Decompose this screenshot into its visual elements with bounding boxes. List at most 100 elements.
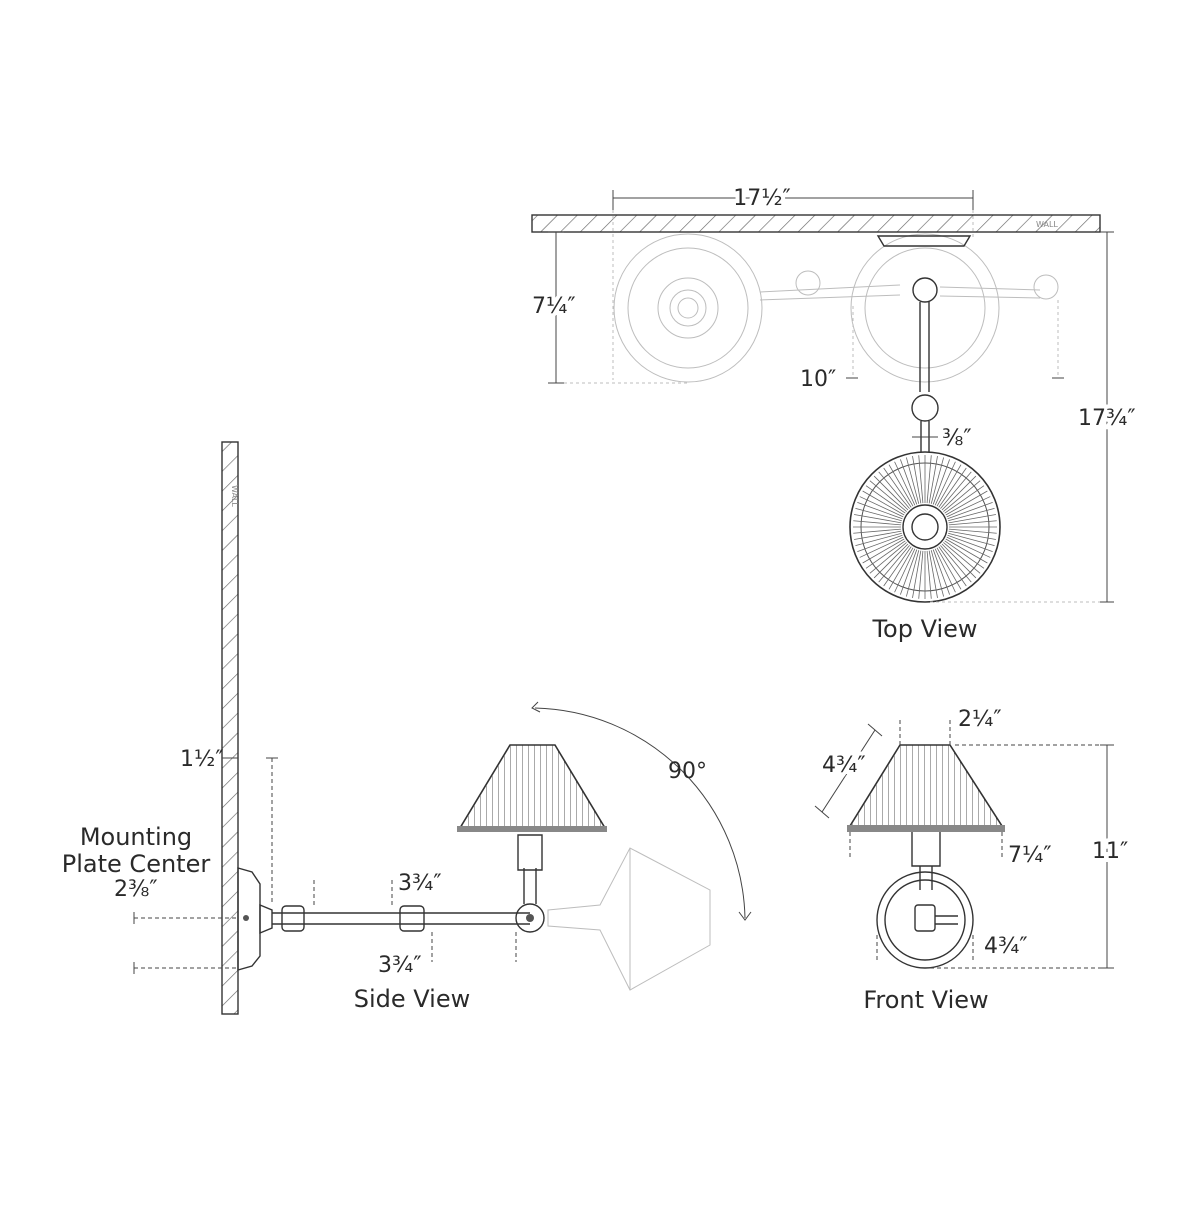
- shade-rib: [941, 475, 977, 511]
- top-wall-label: WALL: [1036, 220, 1058, 229]
- shade-rib: [862, 538, 905, 564]
- shade-rib: [859, 496, 904, 518]
- side-arm-upper-dim: 3¾″: [398, 871, 442, 896]
- front-top-dim: 2¼″: [958, 707, 1002, 732]
- shade-rib: [894, 461, 916, 506]
- side-view: WALL 90° 1½″ Mounting Plat: [62, 441, 752, 1015]
- shade-rib: [948, 520, 997, 526]
- front-total-height-dim: 11″: [1092, 839, 1128, 864]
- shade-rib: [905, 550, 920, 597]
- shade-rib: [926, 455, 932, 504]
- shade-rib: [948, 528, 997, 534]
- shade-rib: [854, 530, 902, 540]
- shade-rib: [905, 457, 920, 504]
- shade-rib: [926, 550, 932, 599]
- top-view-title: Top View: [871, 615, 977, 643]
- side-wall: [221, 441, 239, 1015]
- side-arm-lower-dim: 3¾″: [378, 953, 422, 978]
- shade-rib: [934, 548, 956, 593]
- shade-rib: [857, 534, 903, 553]
- shade-rib: [883, 467, 912, 508]
- side-mounting-label-1: Mounting: [80, 823, 192, 851]
- shade-rib: [944, 540, 985, 569]
- shade-rib: [869, 480, 907, 512]
- shade-rib: [888, 547, 914, 590]
- shade-rib: [862, 490, 905, 516]
- top-wall: [531, 214, 1101, 233]
- shade-rib: [869, 542, 907, 574]
- shade-rib: [930, 457, 945, 504]
- shade-rib: [948, 507, 995, 522]
- top-depth-ghost-dim: 7¼″: [532, 294, 576, 319]
- shade-rib: [878, 471, 910, 509]
- top-3-8-dim: ⅜″: [942, 426, 972, 451]
- shade-rib: [941, 543, 977, 579]
- shade-rib: [878, 545, 910, 583]
- shade-rib: [883, 546, 912, 587]
- shade-rib: [855, 507, 902, 522]
- shade-rib: [940, 471, 972, 509]
- top-total-depth-dim: 17¾″: [1078, 406, 1136, 431]
- front-shade-width-dim: 7¼″: [1008, 843, 1052, 868]
- shade-rib: [936, 464, 962, 507]
- shade-rib: [940, 545, 972, 583]
- shade-rib: [945, 490, 988, 516]
- shade-rib: [865, 485, 906, 514]
- shade-rib: [912, 456, 922, 504]
- front-view-title: Front View: [863, 986, 988, 1014]
- side-shade: [458, 744, 607, 829]
- top-width-dim: 17½″: [733, 186, 791, 211]
- front-shade-height-dim: 4¾″: [822, 753, 866, 778]
- shade-rib: [857, 501, 903, 520]
- front-backplate-dim: 4¾″: [984, 934, 1028, 959]
- top-view: WALL 17½″: [528, 182, 1140, 643]
- shade-rib: [894, 548, 916, 593]
- shade-rib: [888, 464, 914, 507]
- shade-rib: [918, 550, 924, 599]
- side-mounting-label-2: Plate Center: [62, 850, 211, 878]
- shade-rib: [945, 538, 988, 564]
- shade-rib: [947, 534, 993, 553]
- shade-rib: [948, 532, 995, 547]
- top-ghost-shade-2: [850, 233, 1000, 383]
- shade-rib: [948, 530, 996, 540]
- shade-rib: [932, 549, 951, 595]
- shade-rib: [943, 480, 981, 512]
- top-10-dim: 10″: [800, 367, 836, 392]
- shade-rib: [934, 461, 956, 506]
- side-plate-depth-dim: 1½″: [180, 747, 224, 772]
- top-shade: [849, 451, 1001, 603]
- side-plate-center-dim: 2⅜″: [114, 877, 158, 902]
- shade-rib: [938, 546, 967, 587]
- shade-rib: [932, 459, 951, 505]
- shade-rib: [918, 455, 924, 504]
- shade-rib: [873, 543, 909, 579]
- shade-rib: [899, 459, 918, 505]
- shade-rib: [873, 475, 909, 511]
- shade-rib: [865, 540, 906, 569]
- shade-rib: [946, 496, 991, 518]
- shade-rib: [859, 536, 904, 558]
- shade-rib: [928, 456, 938, 504]
- shade-rib: [899, 549, 918, 595]
- side-angle-dim: 90°: [668, 759, 707, 784]
- shade-rib: [948, 514, 996, 524]
- shade-rib: [853, 520, 902, 526]
- shade-rib: [944, 485, 985, 514]
- shade-rib: [947, 501, 993, 520]
- shade-rib: [938, 467, 967, 508]
- side-wall-label: WALL: [230, 485, 239, 507]
- shade-rib: [930, 550, 945, 597]
- shade-rib: [854, 514, 902, 524]
- shade-rib: [853, 528, 902, 534]
- shade-rib: [855, 532, 902, 547]
- front-shade: [848, 744, 1004, 827]
- shade-rib: [928, 550, 938, 598]
- shade-rib: [936, 547, 962, 590]
- side-view-title: Side View: [354, 985, 470, 1013]
- shade-rib: [912, 550, 922, 598]
- shade-rib: [943, 542, 981, 574]
- shade-rib: [946, 536, 991, 558]
- front-view: 2¼″ 4¾″ 7¼″ 4¾″ 11″ Front View: [814, 707, 1132, 1014]
